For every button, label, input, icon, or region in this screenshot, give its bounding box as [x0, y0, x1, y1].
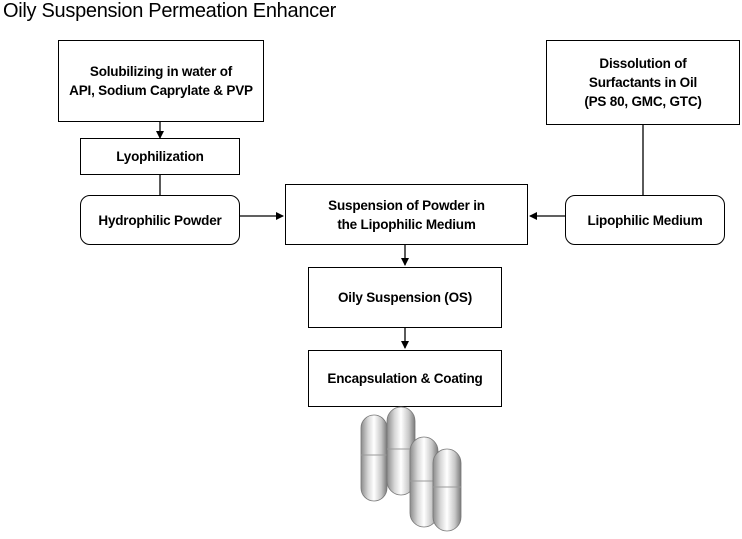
dissolution-line-2: Surfactants in Oil — [588, 75, 698, 90]
suspension-line-2: the Lipophilic Medium — [337, 216, 476, 232]
hydrophilic-powder-label: Hydrophilic Powder — [98, 212, 222, 228]
lipophilic-medium-box: Lipophilic Medium — [565, 195, 725, 245]
oily-suspension-label: Oily Suspension (OS) — [337, 290, 473, 305]
dissolution-box: Dissolution of Surfactants in Oil (PS 80… — [546, 40, 740, 125]
solubilizing-line-1: Solubilizing in water of — [89, 64, 233, 79]
oily-suspension-box: Oily Suspension (OS) — [308, 267, 502, 328]
capsule-icon — [432, 448, 462, 532]
solubilizing-line-2: API, Sodium Caprylate & PVP — [69, 83, 253, 98]
suspension-line-1: Suspension of Powder in — [328, 197, 485, 213]
encapsulation-label: Encapsulation & Coating — [327, 371, 483, 386]
lyophilization-box: Lyophilization — [80, 138, 240, 175]
lipophilic-medium-label: Lipophilic Medium — [587, 212, 703, 228]
capsule-icon — [360, 414, 388, 502]
suspension-box: Suspension of Powder in the Lipophilic M… — [285, 184, 528, 245]
hydrophilic-powder-box: Hydrophilic Powder — [80, 195, 240, 245]
dissolution-line-3: (PS 80, GMC, GTC) — [584, 94, 702, 109]
diagram-title: Oily Suspension Permeation Enhancer — [3, 0, 337, 22]
encapsulation-box: Encapsulation & Coating — [308, 350, 502, 407]
lyophilization-label: Lyophilization — [116, 149, 204, 164]
capsules-illustration — [360, 406, 462, 532]
solubilizing-box: Solubilizing in water of API, Sodium Cap… — [58, 40, 264, 122]
dissolution-line-1: Dissolution of — [599, 56, 687, 71]
